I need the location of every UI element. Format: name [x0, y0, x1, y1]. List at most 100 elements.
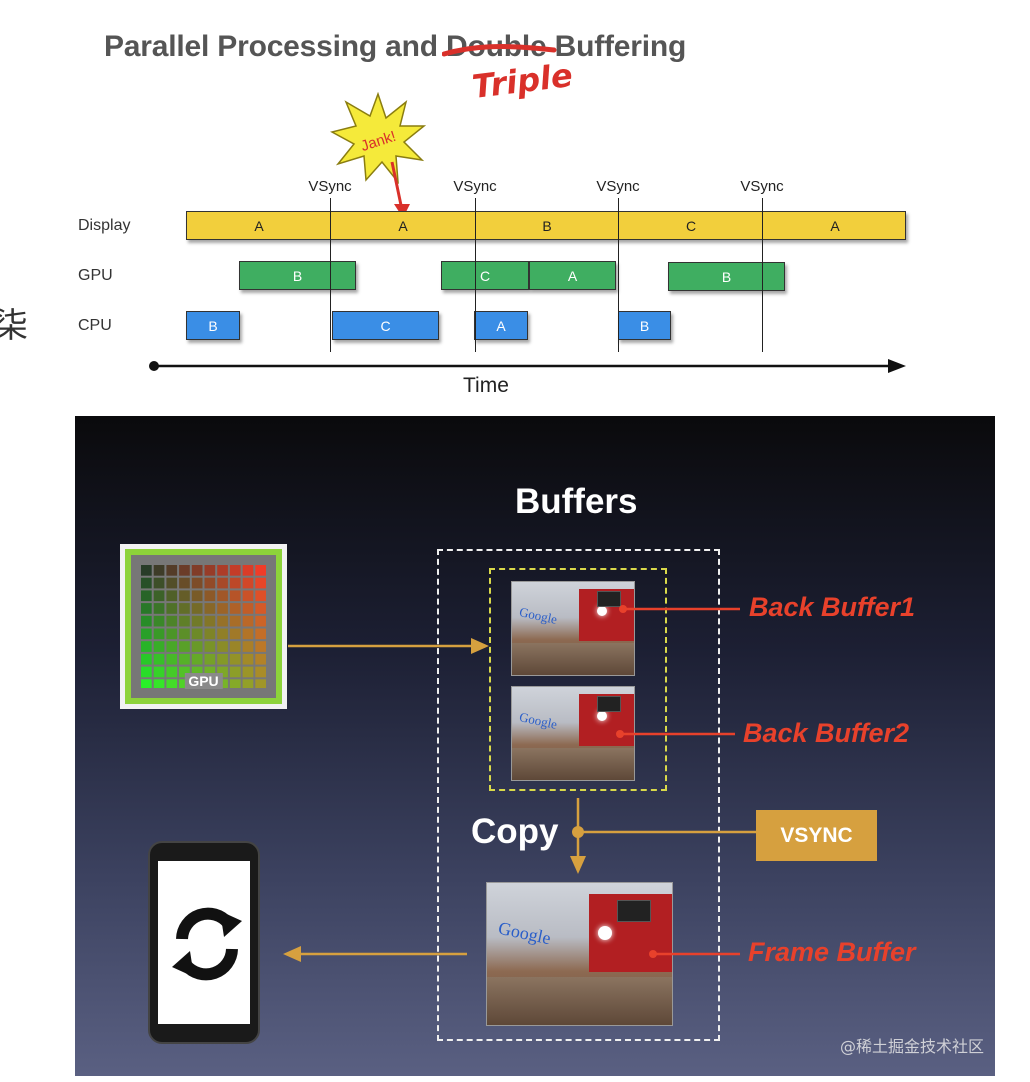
gpu-grid-cell: [179, 653, 190, 665]
gpu-grid-cell: [141, 577, 152, 589]
gpu-grid: [141, 565, 266, 688]
display-block: A: [830, 217, 840, 234]
row-label-display: Display: [78, 217, 131, 234]
frame-buffer-image: Google: [486, 882, 673, 1026]
gpu-grid-cell: [204, 603, 216, 614]
back-buffer-1-label: Back Buffer1: [749, 592, 916, 622]
gpu-grid-cell: [179, 641, 190, 652]
gpu-grid-cell: [191, 628, 203, 640]
gpu-grid-cell: [166, 679, 178, 688]
gpu-grid-cell: [166, 590, 178, 602]
cpu-block: C: [332, 311, 439, 340]
gpu-grid-cell: [141, 666, 152, 678]
cpu-block: B: [618, 311, 671, 340]
vsync-box: VSYNC: [756, 810, 877, 861]
display-bar: A A B C A: [186, 211, 906, 240]
gpu-grid-cell: [255, 603, 266, 614]
gpu-grid-cell: [153, 603, 165, 614]
gpu-grid-cell: [179, 615, 190, 627]
gpu-grid-cell: [166, 628, 178, 640]
vsync-line: [762, 198, 763, 352]
gpu-grid-cell: [242, 666, 254, 678]
gpu-grid-cell: [153, 666, 165, 678]
time-axis: [149, 359, 906, 373]
gpu-grid-cell: [204, 565, 216, 576]
refresh-icon: [172, 907, 242, 981]
gpu-grid-cell: [229, 590, 241, 602]
vsync-line: [330, 198, 331, 352]
gpu-grid-cell: [141, 628, 152, 640]
gpu-grid-cell: [217, 615, 228, 627]
gpu-grid-cell: [141, 603, 152, 614]
gpu-grid-cell: [229, 628, 241, 640]
gpu-grid-cell: [255, 653, 266, 665]
gpu-grid-cell: [179, 603, 190, 614]
vsync-line: [475, 198, 476, 352]
gpu-grid-cell: [217, 628, 228, 640]
vsync-label: VSync: [308, 178, 352, 195]
gpu-grid-cell: [179, 590, 190, 602]
gpu-grid-cell: [191, 666, 203, 678]
gpu-chip-icon: GPU: [120, 544, 287, 709]
gpu-grid-cell: [217, 603, 228, 614]
display-block: B: [542, 217, 552, 234]
gpu-grid-cell: [204, 653, 216, 665]
gpu-grid-cell: [217, 577, 228, 589]
gpu-grid-cell: [191, 590, 203, 602]
phone-device: [148, 841, 260, 1044]
time-label: Time: [463, 374, 509, 397]
buffers-outer-box: [437, 549, 720, 1041]
gpu-grid-cell: [153, 577, 165, 589]
gpu-block: B: [239, 261, 356, 290]
cpu-block: A: [474, 311, 528, 340]
gpu-grid-cell: [166, 565, 178, 576]
gpu-grid-cell: [153, 590, 165, 602]
gpu-grid-cell: [179, 628, 190, 640]
gpu-grid-cell: [153, 565, 165, 576]
gpu-grid-cell: [229, 666, 241, 678]
title-suffix: Buffering: [546, 30, 687, 63]
vsync-label: VSync: [453, 178, 497, 195]
gpu-grid-cell: [166, 641, 178, 652]
display-block: A: [254, 217, 264, 234]
gpu-grid-cell: [191, 615, 203, 627]
gpu-grid-cell: [141, 679, 152, 688]
back-buffer-2-label: Back Buffer2: [743, 718, 910, 748]
gpu-grid-cell: [217, 653, 228, 665]
gpu-grid-cell: [204, 577, 216, 589]
cpu-block: B: [186, 311, 240, 340]
gpu-grid-cell: [153, 653, 165, 665]
gpu-grid-cell: [153, 641, 165, 652]
gpu-grid-cell: [166, 666, 178, 678]
diagram-title: Parallel Processing and Double Buffering: [104, 30, 686, 64]
gpu-grid-cell: [217, 565, 228, 576]
gpu-grid-cell: [217, 666, 228, 678]
gpu-grid-cell: [141, 565, 152, 576]
gpu-grid-cell: [191, 603, 203, 614]
gpu-grid-cell: [242, 603, 254, 614]
jank-star-shape: [330, 92, 426, 184]
vsync-label: VSync: [596, 178, 640, 195]
gpu-grid-cell: [242, 565, 254, 576]
gpu-grid-cell: [229, 653, 241, 665]
gpu-grid-cell: [255, 565, 266, 576]
gpu-grid-cell: [166, 603, 178, 614]
buffers-slide: Buffers GPU Google Google Google: [75, 416, 995, 1076]
gpu-grid-cell: [179, 577, 190, 589]
gpu-grid-cell: [166, 653, 178, 665]
gpu-grid-cell: [255, 666, 266, 678]
gpu-grid-cell: [141, 590, 152, 602]
gpu-grid-cell: [242, 615, 254, 627]
gpu-grid-cell: [179, 666, 190, 678]
gpu-block: A: [529, 261, 616, 290]
gpu-grid-cell: [242, 577, 254, 589]
buffers-title: Buffers: [515, 482, 638, 521]
phone-screen: [158, 861, 250, 1024]
gpu-grid-cell: [229, 615, 241, 627]
gpu-block: B: [668, 262, 785, 291]
gpu-grid-cell: [242, 590, 254, 602]
gpu-grid-cell: [255, 628, 266, 640]
gpu-grid-cell: [191, 565, 203, 576]
jank-starburst: Jank!: [330, 92, 426, 184]
gpu-grid-cell: [229, 679, 241, 688]
